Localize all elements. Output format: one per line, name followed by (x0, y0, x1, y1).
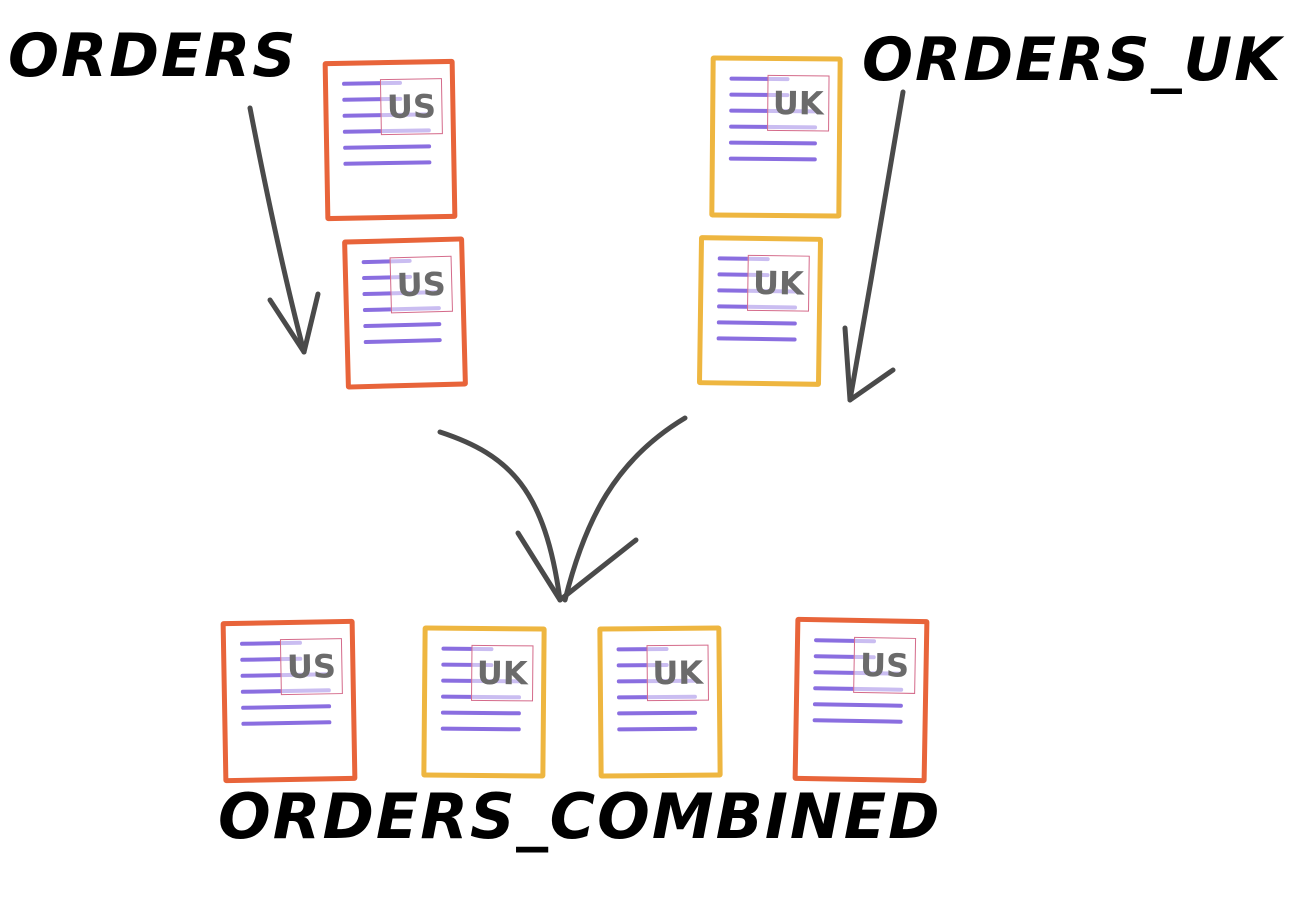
merge-arrow-right (562, 415, 688, 603)
orders-title: ORDERS (8, 21, 298, 91)
merge-arrow-left (437, 429, 563, 603)
merge-arrow-head (515, 530, 639, 603)
orders-uk-arrow (847, 89, 906, 403)
orders-arrow (247, 105, 307, 355)
orders-combined-title: ORDERS_COMBINED (218, 780, 942, 853)
orders-uk-arrow-head (842, 325, 896, 403)
orders-uk-title: ORDERS_UK (862, 25, 1283, 95)
orders-arrow-head (267, 291, 321, 355)
